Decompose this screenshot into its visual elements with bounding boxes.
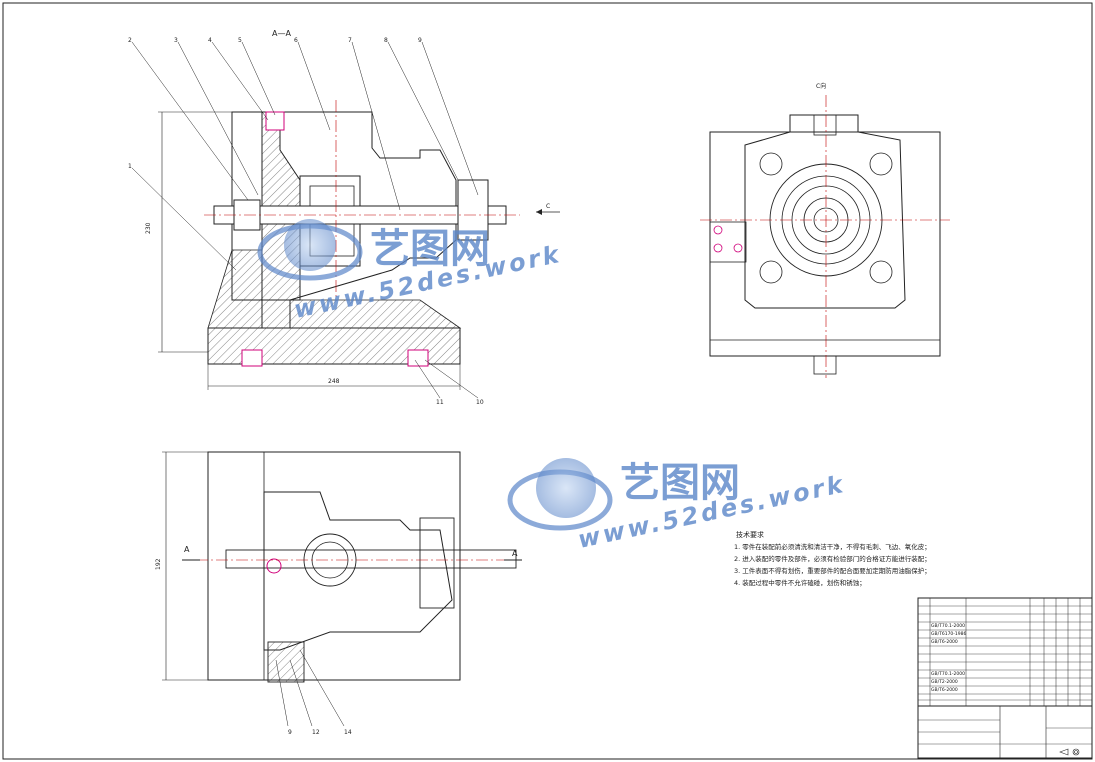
svg-text:GB/T6-2000: GB/T6-2000 xyxy=(931,639,958,645)
tech-req-3: 3. 工件表面不得有划伤，重要部件的配合面要加定期防用油脂保护； xyxy=(734,566,931,575)
callout-2: 2 xyxy=(128,37,132,44)
svg-text:GB/T70.1-2000: GB/T70.1-2000 xyxy=(931,623,965,629)
section-mark-left: A xyxy=(184,545,190,554)
tech-req-1: 1. 零件在装配前必须清洗和清洁干净，不得有毛刺、飞边、氧化皮； xyxy=(734,542,931,551)
title-block-text: GB/T70.1-2000 GB/T6170-1986 GB/T6-2000 G… xyxy=(931,623,967,693)
tech-req-title: 技术要求 xyxy=(736,530,764,539)
callout-b-14: 14 xyxy=(344,729,352,736)
left-rib xyxy=(207,249,263,329)
callout-7: 7 xyxy=(348,37,352,44)
view-c-hole-tl xyxy=(759,152,783,176)
callout-11: 11 xyxy=(436,399,444,406)
dim-width-text: 248 xyxy=(328,378,340,385)
view-c-top-boss xyxy=(813,114,837,136)
callout-3: 3 xyxy=(174,37,178,44)
section-label: A—A xyxy=(272,29,291,38)
top-view-nut-right xyxy=(419,517,455,609)
base-screw-left xyxy=(241,349,263,367)
top-screw xyxy=(265,111,285,131)
callout-6: 6 xyxy=(294,37,298,44)
view-c-side-hole-2 xyxy=(713,243,723,253)
c-arrow-head xyxy=(536,209,542,215)
top-view: A A 192 9 12 14 xyxy=(155,451,522,736)
tech-req-2: 2. 进入装配的零件及部件，必须有检验部门的合格证方能进行装配； xyxy=(734,554,931,563)
c-arrow-label: C xyxy=(546,203,550,210)
base-screw-right xyxy=(407,349,429,367)
svg-text:GB/T2-2000: GB/T2-2000 xyxy=(931,679,958,685)
view-c-label: C向 xyxy=(816,82,826,90)
projection-symbol xyxy=(1059,748,1080,756)
section-view-a-a: A—A 230 248 xyxy=(128,29,560,406)
callout-9: 9 xyxy=(418,37,422,44)
title-block xyxy=(917,597,1093,759)
bottom-leaders xyxy=(275,649,345,727)
svg-text:GB/T6170-1986: GB/T6170-1986 xyxy=(931,631,967,637)
callout-10: 10 xyxy=(476,399,484,406)
view-c-hole-tr xyxy=(869,152,893,176)
callout-b-12: 12 xyxy=(312,729,320,736)
view-c-side-hole-3 xyxy=(733,243,743,253)
top-view-clamp xyxy=(267,641,305,683)
top-view-body xyxy=(263,491,453,651)
view-c-hole-bl xyxy=(759,260,783,284)
callout-1: 1 xyxy=(128,163,132,170)
view-c-hole-br xyxy=(869,260,893,284)
top-view-pin xyxy=(266,558,282,574)
svg-text:GB/T6-2000: GB/T6-2000 xyxy=(931,687,958,693)
callout-4: 4 xyxy=(208,37,212,44)
view-c-side-hole-1 xyxy=(713,225,723,235)
watermark-2: 艺图网 www.52des.work xyxy=(507,458,848,554)
tech-requirements: 技术要求 1. 零件在装配前必须清洗和清洁干净，不得有毛刺、飞边、氧化皮； 2.… xyxy=(734,530,931,587)
block-outline xyxy=(231,111,457,301)
right-nut xyxy=(457,179,489,241)
dim-height-text: 230 xyxy=(145,222,152,234)
right-rib xyxy=(289,299,462,329)
svg-text:艺图网: 艺图网 xyxy=(620,460,740,506)
svg-text:GB/T70.1-2000: GB/T70.1-2000 xyxy=(931,671,965,677)
section-mark-right: A xyxy=(512,549,518,558)
view-c-bottom-boss xyxy=(813,355,837,375)
view-c-side-block xyxy=(709,221,747,263)
callout-8: 8 xyxy=(384,37,388,44)
top-view-left-strip xyxy=(207,451,265,681)
top-dim-text: 192 xyxy=(155,558,162,570)
callout-5: 5 xyxy=(238,37,242,44)
svg-text:艺图网: 艺图网 xyxy=(370,226,490,272)
top-view-shaft xyxy=(225,549,517,569)
tech-req-4: 4. 装配过程中零件不允许磕碰，划伤和锈蚀； xyxy=(734,578,866,587)
view-c-body xyxy=(744,114,906,309)
view-c: C向 xyxy=(700,82,950,378)
top-view-outer xyxy=(207,451,461,681)
front-leaders xyxy=(131,41,479,399)
callout-b-9: 9 xyxy=(288,729,292,736)
